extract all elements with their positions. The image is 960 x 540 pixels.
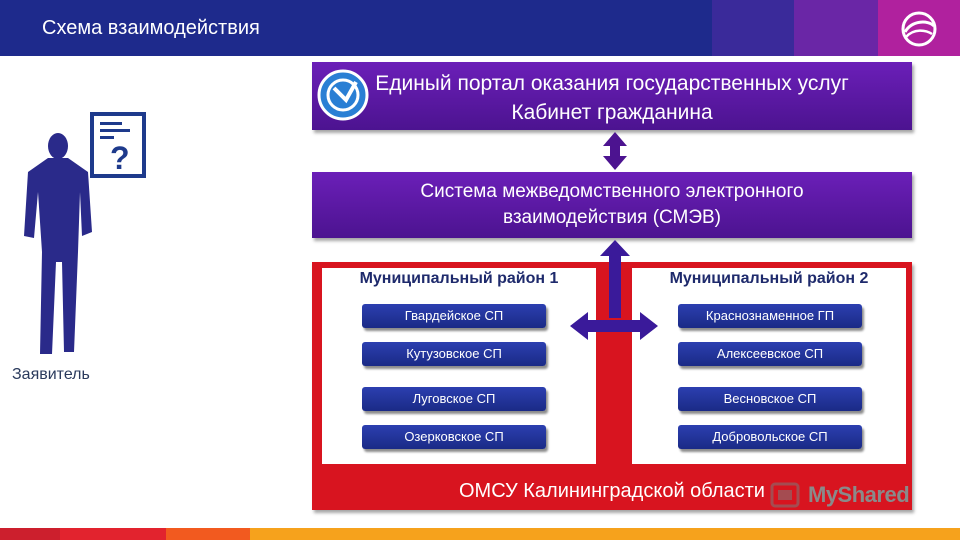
settlement-item: Гвардейское СП bbox=[362, 304, 546, 328]
settlement-item: Кутузовское СП bbox=[362, 342, 546, 366]
settlement-item: Краснознаменное ГП bbox=[678, 304, 862, 328]
smev-title-line1: Система межведомственного электронного bbox=[420, 181, 804, 202]
page-title: Схема взаимодействия bbox=[42, 17, 260, 39]
watermark-text: MyShared bbox=[808, 482, 910, 507]
settlement-item: Озерковское СП bbox=[362, 425, 546, 449]
double-arrow-vertical-icon bbox=[603, 132, 627, 170]
gosuslugi-logo-icon bbox=[317, 69, 369, 121]
settlement-item: Луговское СП bbox=[362, 387, 546, 411]
svg-text:?: ? bbox=[110, 140, 130, 176]
smev-bar: Система межведомственного электронного в… bbox=[312, 172, 912, 238]
watermark-logo-icon bbox=[770, 482, 800, 508]
portal-title-line2: Кабинет гражданина bbox=[511, 101, 713, 124]
footer-segment bbox=[250, 528, 960, 540]
settlement-item: Алексеевское СП bbox=[678, 342, 862, 366]
footer-segment bbox=[166, 528, 250, 540]
portal-bar: Единый портал оказания государственных у… bbox=[312, 62, 912, 130]
footer-segment bbox=[0, 528, 60, 540]
footer-stripe bbox=[0, 528, 960, 540]
settlement-item: Добровольское СП bbox=[678, 425, 862, 449]
header-segment bbox=[712, 0, 794, 56]
smev-title-line2: взаимодействия (СМЭВ) bbox=[502, 207, 722, 228]
header-bar bbox=[0, 0, 960, 56]
footer-segment bbox=[60, 528, 166, 540]
person-silhouette-icon bbox=[24, 133, 92, 354]
district-title: Муниципальный район 1 bbox=[359, 270, 559, 287]
header-segment bbox=[0, 0, 712, 56]
swirl-logo-icon bbox=[901, 11, 937, 47]
omsu-label: ОМСУ Калининградской области bbox=[459, 480, 765, 502]
applicant-label: Заявитель bbox=[12, 366, 90, 383]
question-document-icon: ? bbox=[90, 112, 146, 178]
header-segment bbox=[878, 0, 960, 56]
header-segment bbox=[794, 0, 878, 56]
portal-title-line1: Единый портал оказания государственных у… bbox=[375, 72, 849, 95]
settlement-item: Весновское СП bbox=[678, 387, 862, 411]
district-title: Муниципальный район 2 bbox=[669, 270, 869, 287]
